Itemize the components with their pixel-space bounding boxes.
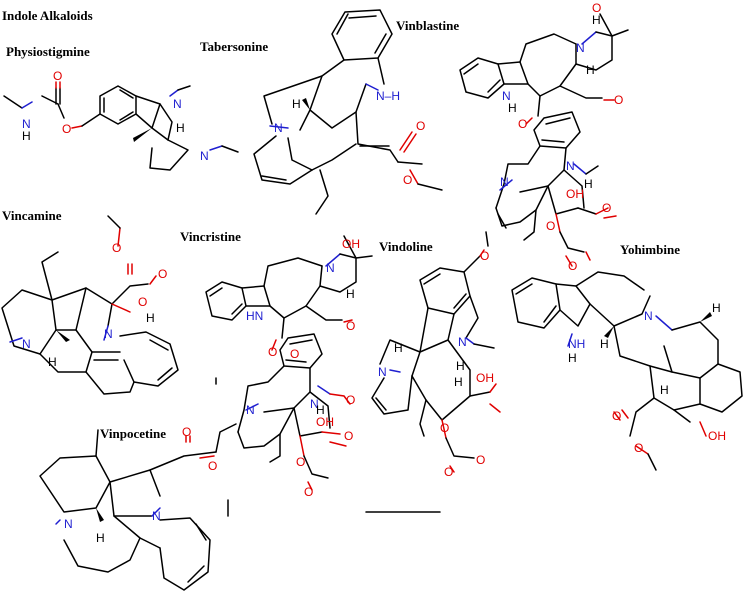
label-vincristine: Vincristine (180, 229, 241, 244)
atom-n: N (502, 89, 511, 103)
atom-o: O (416, 119, 425, 133)
atom-o: O (344, 429, 353, 443)
atom-o: O (602, 201, 611, 215)
atom-n: N (326, 261, 335, 275)
structure-vindoline: O N H N H OH H O O O (371, 231, 501, 479)
structure-vinblastine: N O H H N H O O N N OH H O O O (459, 1, 629, 273)
atom-n: N (64, 517, 73, 531)
atom-h: H (660, 383, 669, 397)
atom-o: O (158, 267, 167, 281)
label-yohimbine: Yohimbine (620, 242, 680, 257)
atom-h: H (586, 63, 595, 77)
atom-h: H (22, 129, 31, 143)
atom-n-h: N–H (376, 89, 400, 103)
atom-n: N (104, 327, 113, 341)
atom-n: N (500, 175, 509, 189)
atom-o: O (568, 259, 577, 273)
label-vincamine: Vincamine (2, 208, 62, 223)
atom-n: N (378, 365, 387, 379)
atom-h: H (600, 337, 609, 351)
atom-n: N (458, 335, 467, 349)
atom-h: H (454, 375, 463, 389)
atom-hn: HN (246, 309, 263, 323)
label-vinblastine: Vinblastine (396, 18, 459, 33)
atom-h: H (96, 531, 105, 545)
atom-oh: OH (316, 415, 334, 429)
atom-o: O (612, 409, 621, 423)
atom-o: O (346, 393, 355, 407)
atom-h: H (592, 13, 601, 27)
atom-o: O (614, 93, 623, 107)
atom-h: H (316, 403, 325, 417)
atom-o: O (546, 219, 555, 233)
atom-n: N (644, 309, 653, 323)
atom-oh: OH (476, 371, 494, 385)
atom-o: O (62, 122, 71, 136)
atom-o: O (403, 173, 412, 187)
atom-o: O (112, 241, 121, 255)
atom-oh: OH (342, 237, 360, 251)
atom-h: H (584, 177, 593, 191)
atom-h: H (48, 355, 57, 369)
atom-o: O (634, 441, 643, 455)
atom-o: O (268, 345, 277, 359)
atom-o: O (290, 347, 299, 361)
atom-h: H (456, 359, 465, 373)
atom-n: N (22, 117, 31, 131)
atom-o: O (518, 117, 527, 131)
atom-o: O (138, 295, 147, 309)
atom-n: N (173, 97, 182, 111)
atom-o: O (53, 69, 62, 83)
atom-n: N (576, 41, 585, 55)
atom-oh: OH (566, 187, 584, 201)
atom-n: N (274, 121, 283, 135)
atom-h: H (508, 101, 517, 115)
atom-n: N (310, 397, 319, 411)
atom-o: O (480, 249, 489, 263)
structure-vincristine: N OH H HN O O O N O N OH H O O O (205, 235, 373, 499)
label-vindoline: Vindoline (379, 239, 433, 254)
atom-o: O (346, 319, 355, 333)
label-physiostigmine: Physiostigmine (6, 44, 90, 59)
atom-h: H (568, 351, 577, 365)
atom-o: O (182, 425, 191, 439)
structure-yohimbine: NH H N H H H O O OH (511, 271, 743, 471)
atom-n: N (152, 509, 161, 523)
atom-o: O (440, 421, 449, 435)
atom-n: N (246, 403, 255, 417)
structure-vincamine: N H N O O O H (1, 215, 179, 395)
structure-tabersonine: N H N–H O O (253, 9, 443, 215)
atom-nh: NH (568, 337, 585, 351)
atom-o: O (476, 453, 485, 467)
atom-o: O (592, 1, 601, 15)
atom-o: O (304, 485, 313, 499)
atom-oh: OH (708, 429, 726, 443)
atom-h: H (146, 311, 155, 325)
atom-h: H (346, 287, 355, 301)
atom-h: H (292, 97, 301, 111)
atom-o: O (296, 455, 305, 469)
atom-o: O (208, 459, 217, 473)
figure-title: Indole Alkaloids (2, 8, 93, 23)
atom-n: N (566, 159, 575, 173)
atom-h: H (712, 301, 721, 315)
atom-n: N (22, 337, 31, 351)
atom-h: H (176, 121, 185, 135)
atom-n: N (200, 149, 209, 163)
structure-physiostigmine: N H O O N H N (3, 69, 239, 171)
structure-vinpocetine: N H N O O (39, 423, 237, 591)
atom-o: O (444, 465, 453, 479)
label-tabersonine: Tabersonine (200, 39, 268, 54)
label-vinpocetine: Vinpocetine (100, 426, 166, 441)
atom-h: H (394, 341, 403, 355)
